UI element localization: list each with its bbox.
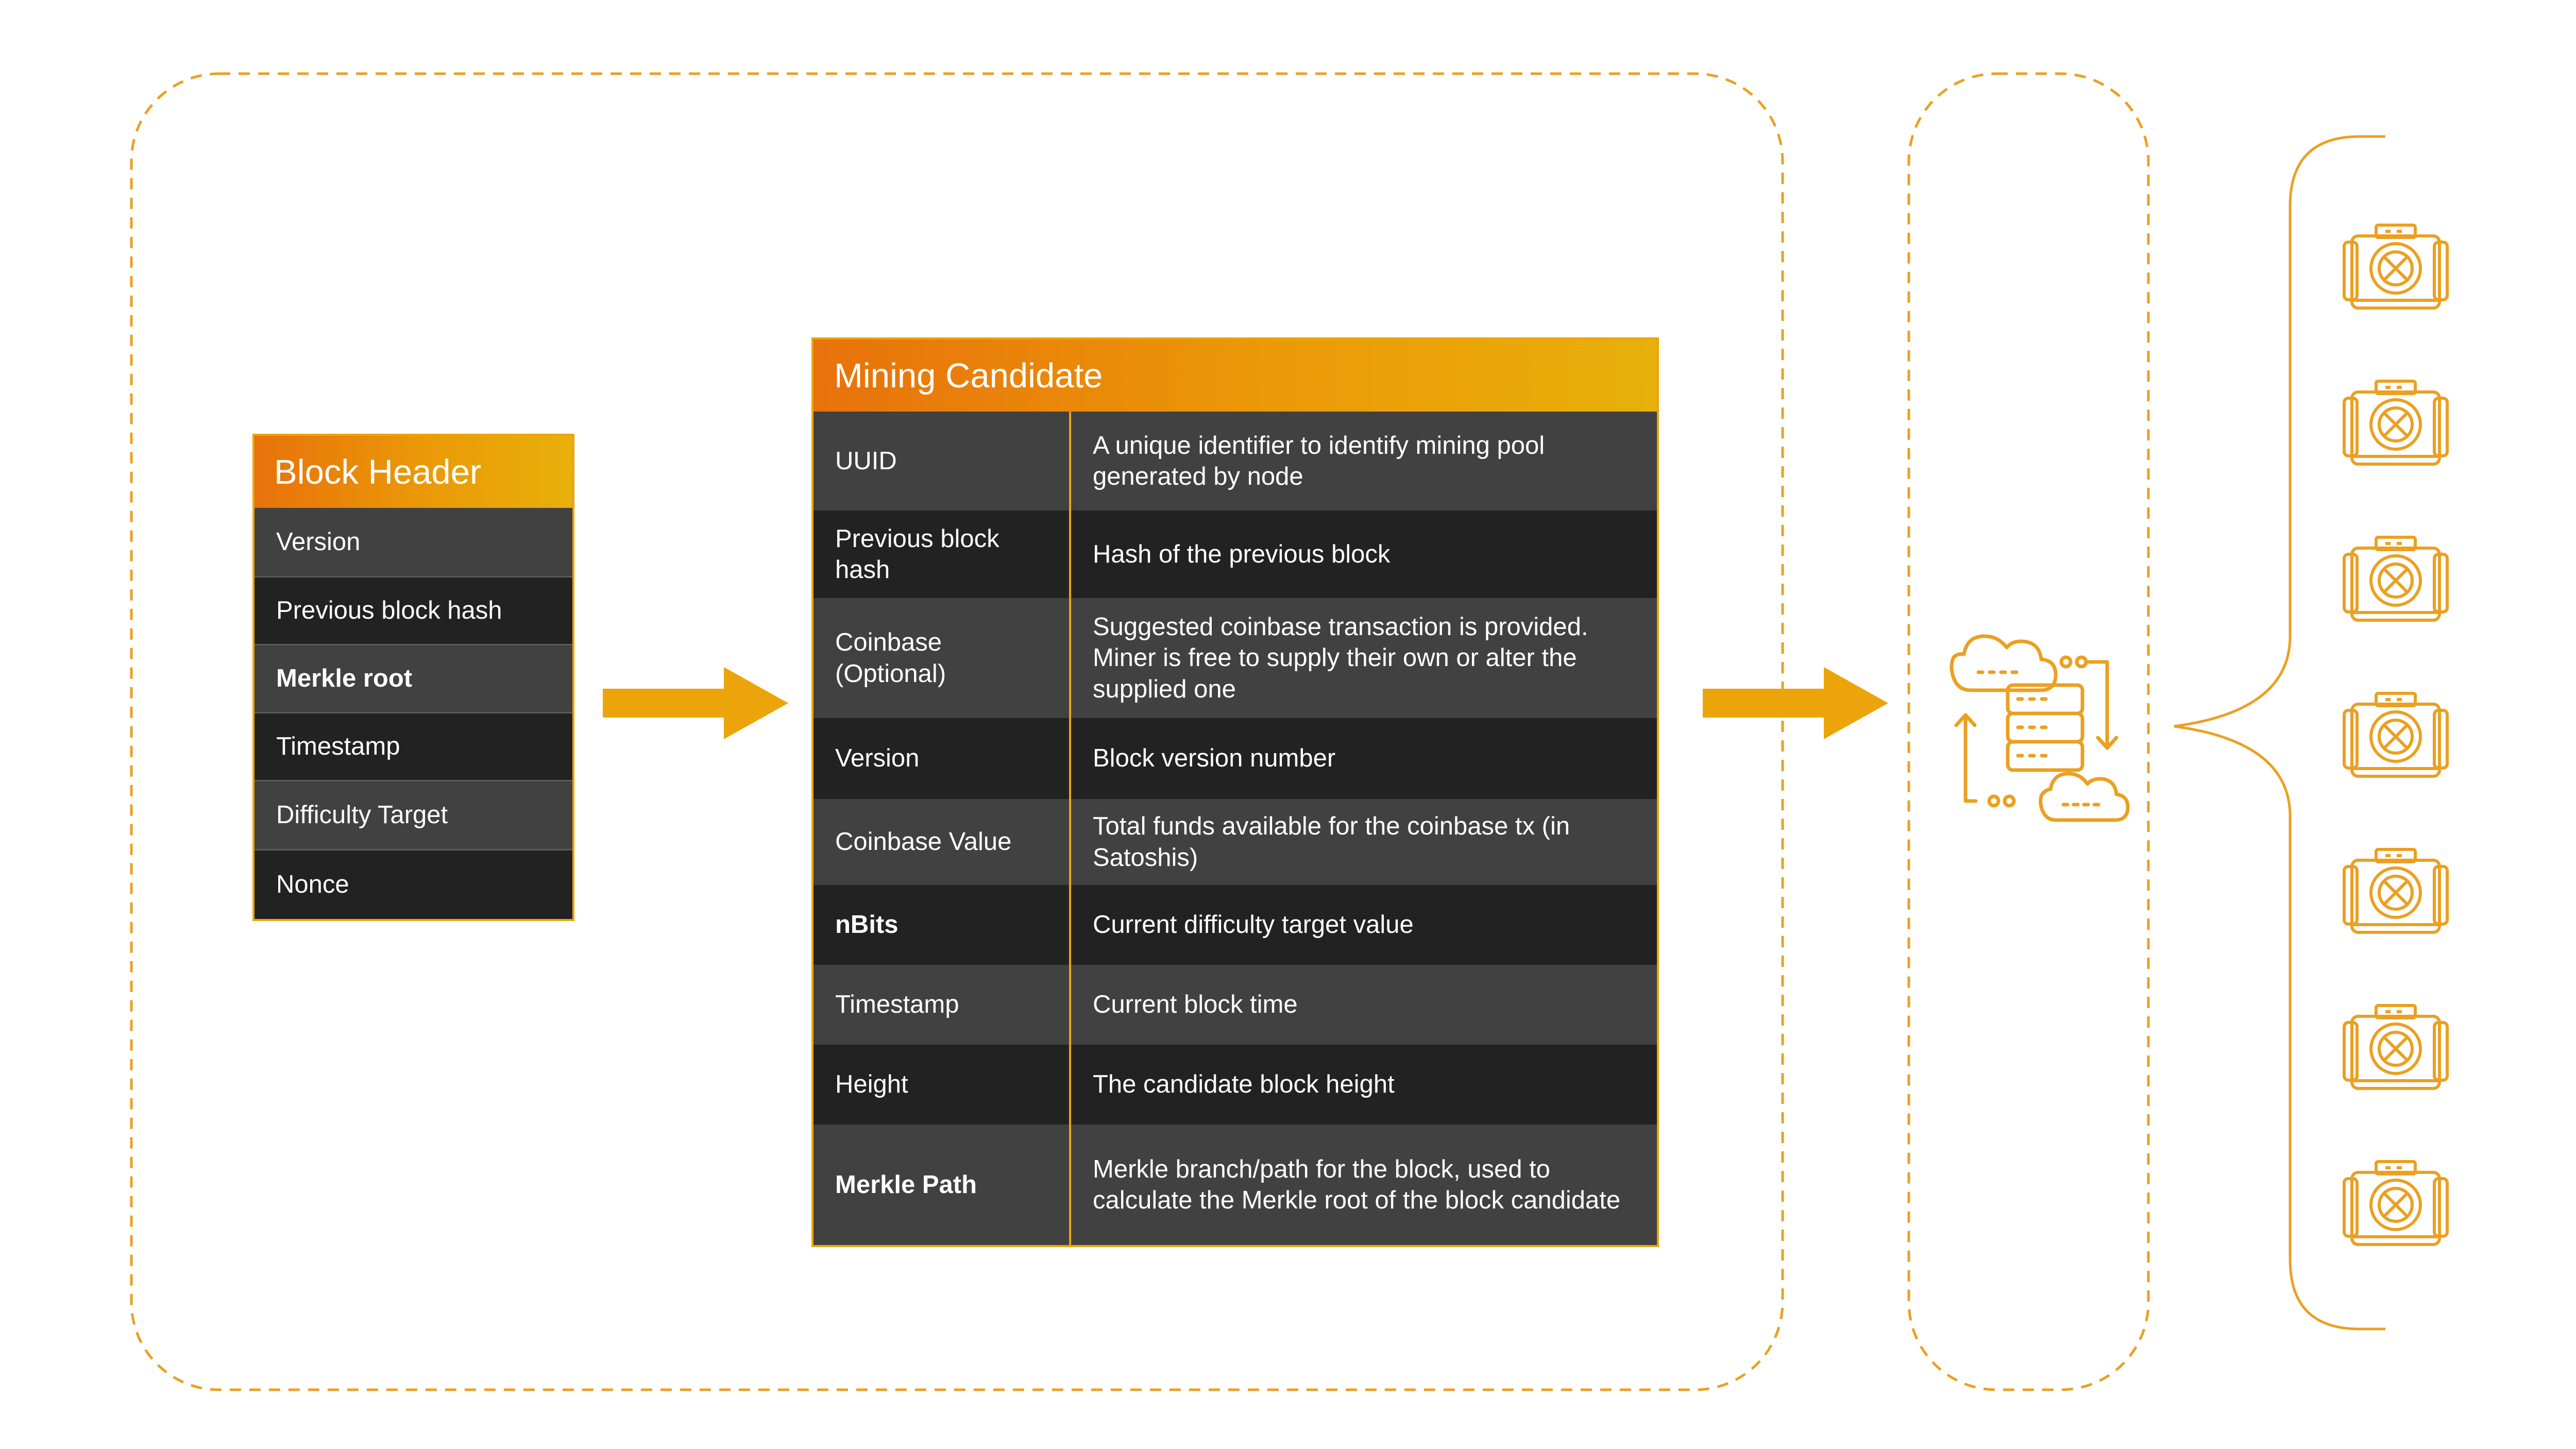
block-header-label: Version	[276, 527, 361, 556]
block-header-row: Timestamp	[255, 712, 572, 780]
field-description: Hash of the previous block	[1093, 540, 1391, 568]
asic-miner-icon	[2343, 848, 2449, 934]
block-header-label: Merkle root	[276, 664, 413, 693]
field-name: Merkle Path	[814, 1124, 1071, 1245]
mining-candidate-row: Version Block version number	[814, 718, 1657, 799]
block-header-row: Merkle root	[255, 644, 572, 712]
block-header-row: Nonce	[255, 849, 572, 919]
arrow-to-pool	[1703, 667, 1888, 739]
field-description: A unique identifier to identify mining p…	[1093, 431, 1545, 490]
mining-candidate-row: Timestamp Current block time	[814, 965, 1657, 1045]
arrow-to-mining-candidate	[603, 667, 788, 739]
block-header-label: Timestamp	[276, 732, 400, 761]
pool-frame	[1907, 72, 2150, 1391]
asic-miner-icon	[2343, 692, 2449, 778]
block-header-row: Difficulty Target	[255, 780, 572, 849]
mining-candidate-row: Height The candidate block height	[814, 1045, 1657, 1124]
field-name: Height	[814, 1045, 1071, 1124]
field-name: Timestamp	[814, 965, 1071, 1045]
field-description: Current difficulty target value	[1093, 911, 1414, 939]
asic-miner-icon	[2343, 536, 2449, 622]
field-description: Total funds available for the coinbase t…	[1093, 812, 1570, 872]
block-header-label: Previous block hash	[276, 596, 502, 625]
node-frame	[130, 72, 1784, 1391]
asic-miner-icon	[2343, 224, 2449, 310]
mining-candidate-row: Previous block hash Hash of the previous…	[814, 510, 1657, 598]
mining-candidate-row: Coinbase Value Total funds available for…	[814, 799, 1657, 885]
field-description: Current block time	[1093, 991, 1298, 1019]
mining-candidate-row: UUID A unique identifier to identify min…	[814, 412, 1657, 510]
block-header-table: Block Header Version Previous block hash…	[252, 434, 574, 921]
field-name: Previous block hash	[814, 510, 1071, 598]
block-header-label: Difficulty Target	[276, 801, 448, 829]
field-description: Block version number	[1093, 744, 1336, 773]
asic-miner-icon	[2343, 1004, 2449, 1090]
field-name: Coinbase Value	[814, 799, 1071, 885]
field-name: nBits	[814, 885, 1071, 965]
block-header-row: Version	[255, 508, 572, 576]
mining-candidate-row: nBits Current difficulty target value	[814, 885, 1657, 965]
asic-miner-icon	[2343, 380, 2449, 466]
field-name: Version	[814, 718, 1071, 799]
asic-miner-icon	[2343, 1160, 2449, 1246]
mining-candidate-table: Mining Candidate UUID A unique identifie…	[811, 337, 1659, 1247]
block-header-row: Previous block hash	[255, 576, 572, 644]
field-description: Merkle branch/path for the block, used t…	[1093, 1155, 1621, 1214]
field-description: Suggested coinbase transaction is provid…	[1093, 613, 1588, 703]
mining-candidate-row: Coinbase (Optional) Suggested coinbase t…	[814, 598, 1657, 718]
block-header-label: Nonce	[276, 871, 349, 899]
field-description: The candidate block height	[1093, 1070, 1395, 1099]
mining-candidate-row: Merkle Path Merkle branch/path for the b…	[814, 1124, 1657, 1245]
miners-brace	[2174, 135, 2385, 1331]
field-name: Coinbase (Optional)	[814, 598, 1071, 718]
block-header-title: Block Header	[255, 436, 572, 508]
mining-candidate-title: Mining Candidate	[814, 339, 1657, 412]
field-name: UUID	[814, 412, 1071, 510]
